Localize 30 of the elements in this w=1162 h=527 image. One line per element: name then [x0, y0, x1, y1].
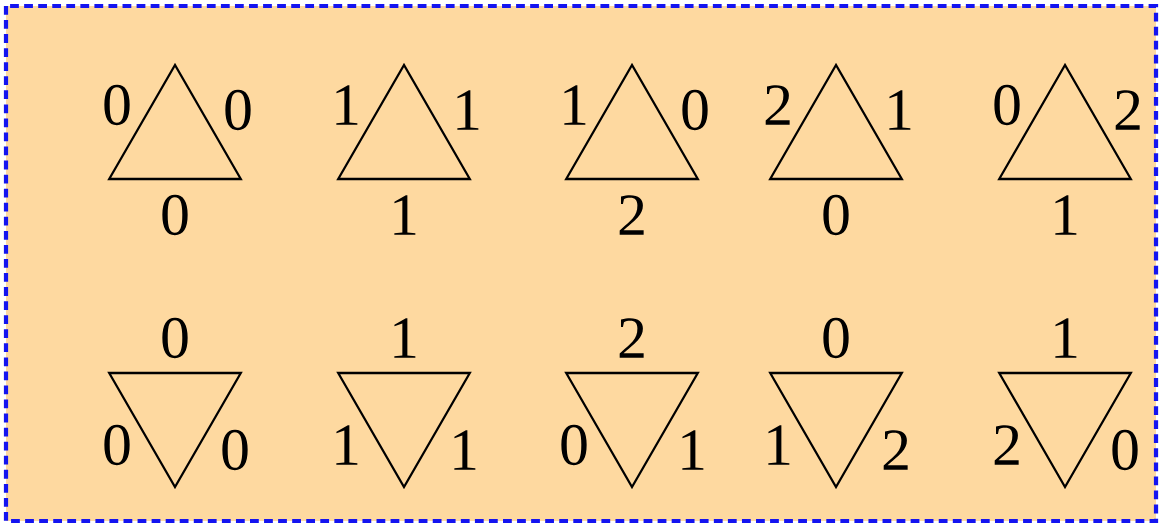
- digit-label: 0: [222, 429, 248, 471]
- digit-label: 0: [823, 194, 849, 236]
- digit-label: 1: [564, 85, 586, 125]
- digit-label: 0: [1112, 429, 1138, 471]
- digit-label: 2: [619, 318, 644, 358]
- digit-label: 0: [823, 317, 849, 359]
- digit-label: 2: [994, 425, 1019, 465]
- digit-label: 1: [454, 430, 476, 470]
- digit-label: 2: [1115, 90, 1140, 130]
- digit-label: 0: [225, 89, 251, 131]
- digit-label: 1: [336, 425, 358, 465]
- digit-label: 1: [889, 90, 911, 130]
- digit-label: 1: [394, 195, 416, 235]
- digit-label: 1: [682, 430, 704, 470]
- digit-label: 0: [162, 317, 188, 359]
- digit-label: 2: [765, 85, 790, 125]
- digit-label: 2: [883, 430, 908, 470]
- digit-label: 1: [1055, 318, 1077, 358]
- digit-label: 1: [1055, 195, 1077, 235]
- digit-label: 0: [104, 424, 130, 466]
- digit-label: 0: [162, 194, 188, 236]
- digit-label: 2: [619, 195, 644, 235]
- digit-label: 1: [457, 90, 479, 130]
- digit-label: 1: [394, 318, 416, 358]
- digit-label: 1: [336, 85, 358, 125]
- digit-label: 0: [104, 84, 130, 126]
- digit-label: 0: [994, 84, 1020, 126]
- digit-label: 1: [768, 425, 790, 465]
- digit-label: 0: [682, 89, 708, 131]
- digit-label: 0: [561, 424, 587, 466]
